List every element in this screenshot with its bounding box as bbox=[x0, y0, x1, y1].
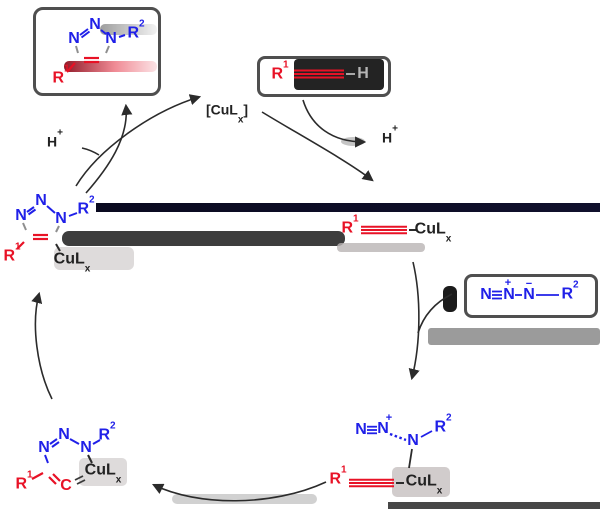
smear-artifact bbox=[428, 328, 600, 345]
smear-artifact bbox=[388, 502, 600, 509]
alkyne-r1-label: R1 bbox=[271, 59, 289, 83]
acetylide-r1-label: R1 bbox=[341, 213, 359, 237]
arrow-right-arc bbox=[408, 261, 420, 381]
azide-minus-charge: − bbox=[525, 278, 533, 290]
metallacycle-culx-label: CuLx bbox=[84, 461, 122, 486]
alkyne-bonds bbox=[294, 69, 355, 79]
arrow-proton-in bbox=[81, 147, 100, 156]
triazolide-r1-label: R1 bbox=[3, 241, 21, 265]
product-r2-label: R2 bbox=[127, 18, 145, 42]
complex-n2-label: N bbox=[377, 420, 389, 437]
smear-artifact bbox=[79, 458, 127, 486]
alkyne-h-label: H bbox=[357, 65, 369, 82]
cycle-arrows bbox=[31, 94, 453, 502]
metallacycle-bonds bbox=[31, 438, 101, 485]
product-n2-label: N bbox=[68, 30, 80, 47]
smear-artifact bbox=[96, 203, 600, 212]
azide-plus-charge: + bbox=[504, 277, 512, 289]
azide-complex-bonds bbox=[349, 425, 433, 488]
smear-artifact bbox=[62, 231, 345, 246]
smear-artifact bbox=[443, 286, 457, 312]
arrow-to-catalyst bbox=[75, 94, 202, 187]
triazolide-bonds bbox=[16, 205, 78, 252]
arrow-to-product bbox=[85, 103, 133, 194]
smear-artifact bbox=[54, 247, 134, 270]
smear-artifact bbox=[172, 494, 317, 504]
triazolide-culx-label: CuLx bbox=[53, 250, 91, 275]
complex-culx-label: CuLx bbox=[405, 472, 443, 497]
arrow-azide-in bbox=[417, 293, 453, 334]
arrow-catalyst-in bbox=[261, 111, 374, 182]
acetylide-bonds bbox=[361, 225, 416, 235]
metallacycle-r2-label: R2 bbox=[98, 420, 116, 444]
complex-n1-label: N bbox=[355, 421, 367, 438]
triazolide-n2-label: N bbox=[15, 207, 27, 224]
complex-r2-label: R2 bbox=[434, 412, 452, 436]
product-n1-label: N bbox=[105, 30, 117, 47]
arrow-bottom-arc bbox=[151, 481, 327, 502]
azide-bonds bbox=[492, 290, 559, 300]
proton-left-label: H+ bbox=[47, 127, 63, 150]
complex-r1-label: R1 bbox=[329, 464, 347, 488]
smear-artifact bbox=[64, 61, 157, 72]
azide-n1-label: N bbox=[480, 286, 492, 303]
complex-plus-charge: + bbox=[385, 412, 393, 424]
azide-n3-label: N bbox=[523, 286, 535, 303]
product-box bbox=[33, 7, 161, 96]
catalyst-label: [CuLx] bbox=[205, 101, 249, 126]
smear-artifact bbox=[337, 243, 425, 252]
product-triazole-bonds bbox=[66, 28, 126, 73]
triazolide-n1-label: N bbox=[55, 210, 67, 227]
arrow-proton-out bbox=[302, 99, 367, 148]
triazolide-n3-label: N bbox=[35, 192, 47, 209]
acetylide-culx-label: CuLx bbox=[414, 220, 452, 245]
azide-box bbox=[464, 274, 598, 318]
azide-r2-label: R2 bbox=[561, 279, 579, 303]
metallacycle-n1-label: N bbox=[80, 439, 92, 456]
metallacycle-r1-label: R1 bbox=[15, 469, 33, 493]
smear-artifact bbox=[100, 24, 157, 35]
metallacycle-n3-label: N bbox=[58, 426, 70, 443]
arrow-left-arc bbox=[31, 291, 53, 400]
alkyne-box bbox=[257, 56, 391, 97]
metallacycle-n2-label: N bbox=[38, 439, 50, 456]
product-n3-label: N bbox=[89, 16, 101, 33]
complex-n3-label: N bbox=[407, 432, 419, 449]
triazolide-r2-label: R2 bbox=[77, 194, 95, 218]
metallacycle-c-label: C bbox=[60, 477, 72, 494]
product-r1-label: R1 bbox=[52, 63, 70, 87]
azide-n2-label: N bbox=[503, 286, 515, 303]
proton-right-label: H+ bbox=[382, 123, 398, 146]
